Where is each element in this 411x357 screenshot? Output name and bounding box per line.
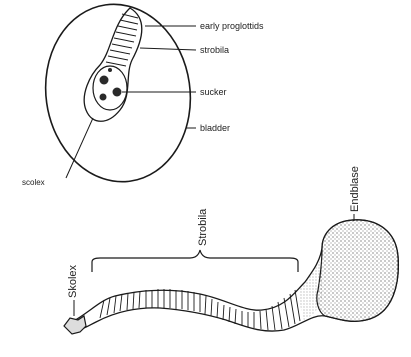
skolex-head <box>64 316 86 334</box>
label-early-proglottids: early proglottids <box>200 21 264 31</box>
label-endblase: Endblase <box>349 166 361 212</box>
endblase-bladder <box>317 220 399 322</box>
label-skolex: Skolex <box>67 264 79 298</box>
sucker-3 <box>100 94 107 101</box>
label-strobila-bottom: Strobila <box>197 208 209 246</box>
pointer-scolex <box>66 118 93 178</box>
rostellum <box>108 68 112 72</box>
label-bladder: bladder <box>200 123 230 133</box>
pointer-strobila <box>140 48 196 50</box>
sucker-2 <box>113 88 122 97</box>
sucker-1 <box>100 76 109 85</box>
label-sucker: sucker <box>200 87 227 97</box>
bladder-figure: early proglottids strobila sucker bladde… <box>22 0 264 191</box>
label-scolex: scolex <box>22 178 45 187</box>
evaginated-figure: Skolex Strobila Endblase <box>64 166 398 334</box>
label-strobila-top: strobila <box>200 45 229 55</box>
invagination-sac <box>84 8 142 121</box>
strobila-bracket <box>92 250 298 272</box>
neck-region <box>299 256 322 320</box>
scolex-body <box>93 66 127 110</box>
